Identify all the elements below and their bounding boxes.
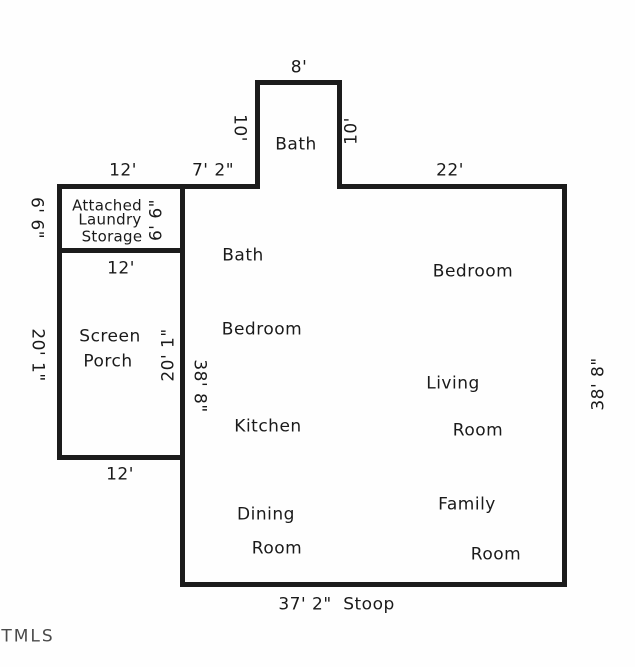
watermark-tmls: TMLS: [1, 626, 55, 647]
label-bedroom-left: Bedroom: [221, 319, 303, 340]
wall-top-right-segment: [337, 184, 567, 189]
dim-house-depth-inner: 38' 8": [189, 359, 210, 413]
dim-porch-top-width: 12': [107, 258, 135, 279]
dim-porch-left-depth: 20' 1": [27, 328, 48, 382]
label-living-line2: Room: [452, 420, 504, 441]
wall-porch-left: [57, 248, 62, 460]
label-laundry-line1: Attached: [72, 196, 142, 215]
label-stoop: Stoop: [343, 594, 395, 615]
wall-bath-bump-right: [337, 80, 342, 189]
label-kitchen: Kitchen: [234, 416, 302, 437]
wall-house-bottom: [180, 582, 567, 587]
wall-laundry-bottom: [57, 248, 185, 253]
wall-top-left-segment: [57, 184, 260, 189]
wall-house-right: [562, 184, 567, 587]
label-bedroom-right: Bedroom: [432, 261, 514, 282]
label-family-line2: Room: [470, 544, 522, 565]
dim-laundry-inner-depth: 6' 6": [146, 198, 167, 242]
label-bath-upper: Bath: [275, 134, 317, 155]
wall-bath-bump-top: [255, 80, 342, 85]
label-screen-porch-line2: Porch: [83, 351, 133, 372]
dim-house-depth-right: 38' 8": [588, 357, 609, 411]
dim-bump-top-width: 8': [290, 57, 308, 78]
dim-bump-right-depth: 10': [341, 117, 362, 145]
dim-porch-bottom-width: 12': [106, 464, 134, 485]
label-laundry-line3: Storage: [81, 227, 143, 246]
dim-laundry-top-width: 12': [109, 160, 137, 181]
dim-bump-left-depth: 10': [229, 114, 250, 142]
dim-front-top-offset: 7' 2": [191, 160, 235, 181]
label-dining-line2: Room: [251, 538, 303, 559]
dim-top-right-width: 22': [436, 160, 464, 181]
dim-house-bottom-width: 37' 2": [278, 594, 332, 615]
label-family-line1: Family: [438, 494, 496, 515]
wall-laundry-left: [57, 184, 62, 253]
label-dining-line1: Dining: [237, 504, 295, 525]
label-living-line1: Living: [426, 373, 480, 394]
dim-porch-inner-depth: 20' 1": [158, 328, 179, 382]
wall-house-left: [180, 184, 185, 587]
label-bath-main: Bath: [222, 245, 264, 266]
label-laundry-line2: Laundry: [78, 210, 142, 229]
label-screen-porch-line1: Screen: [79, 326, 141, 347]
wall-porch-bottom: [57, 455, 185, 460]
wall-bath-bump-left: [255, 80, 260, 189]
dim-laundry-left-depth: 6' 6": [26, 196, 47, 240]
